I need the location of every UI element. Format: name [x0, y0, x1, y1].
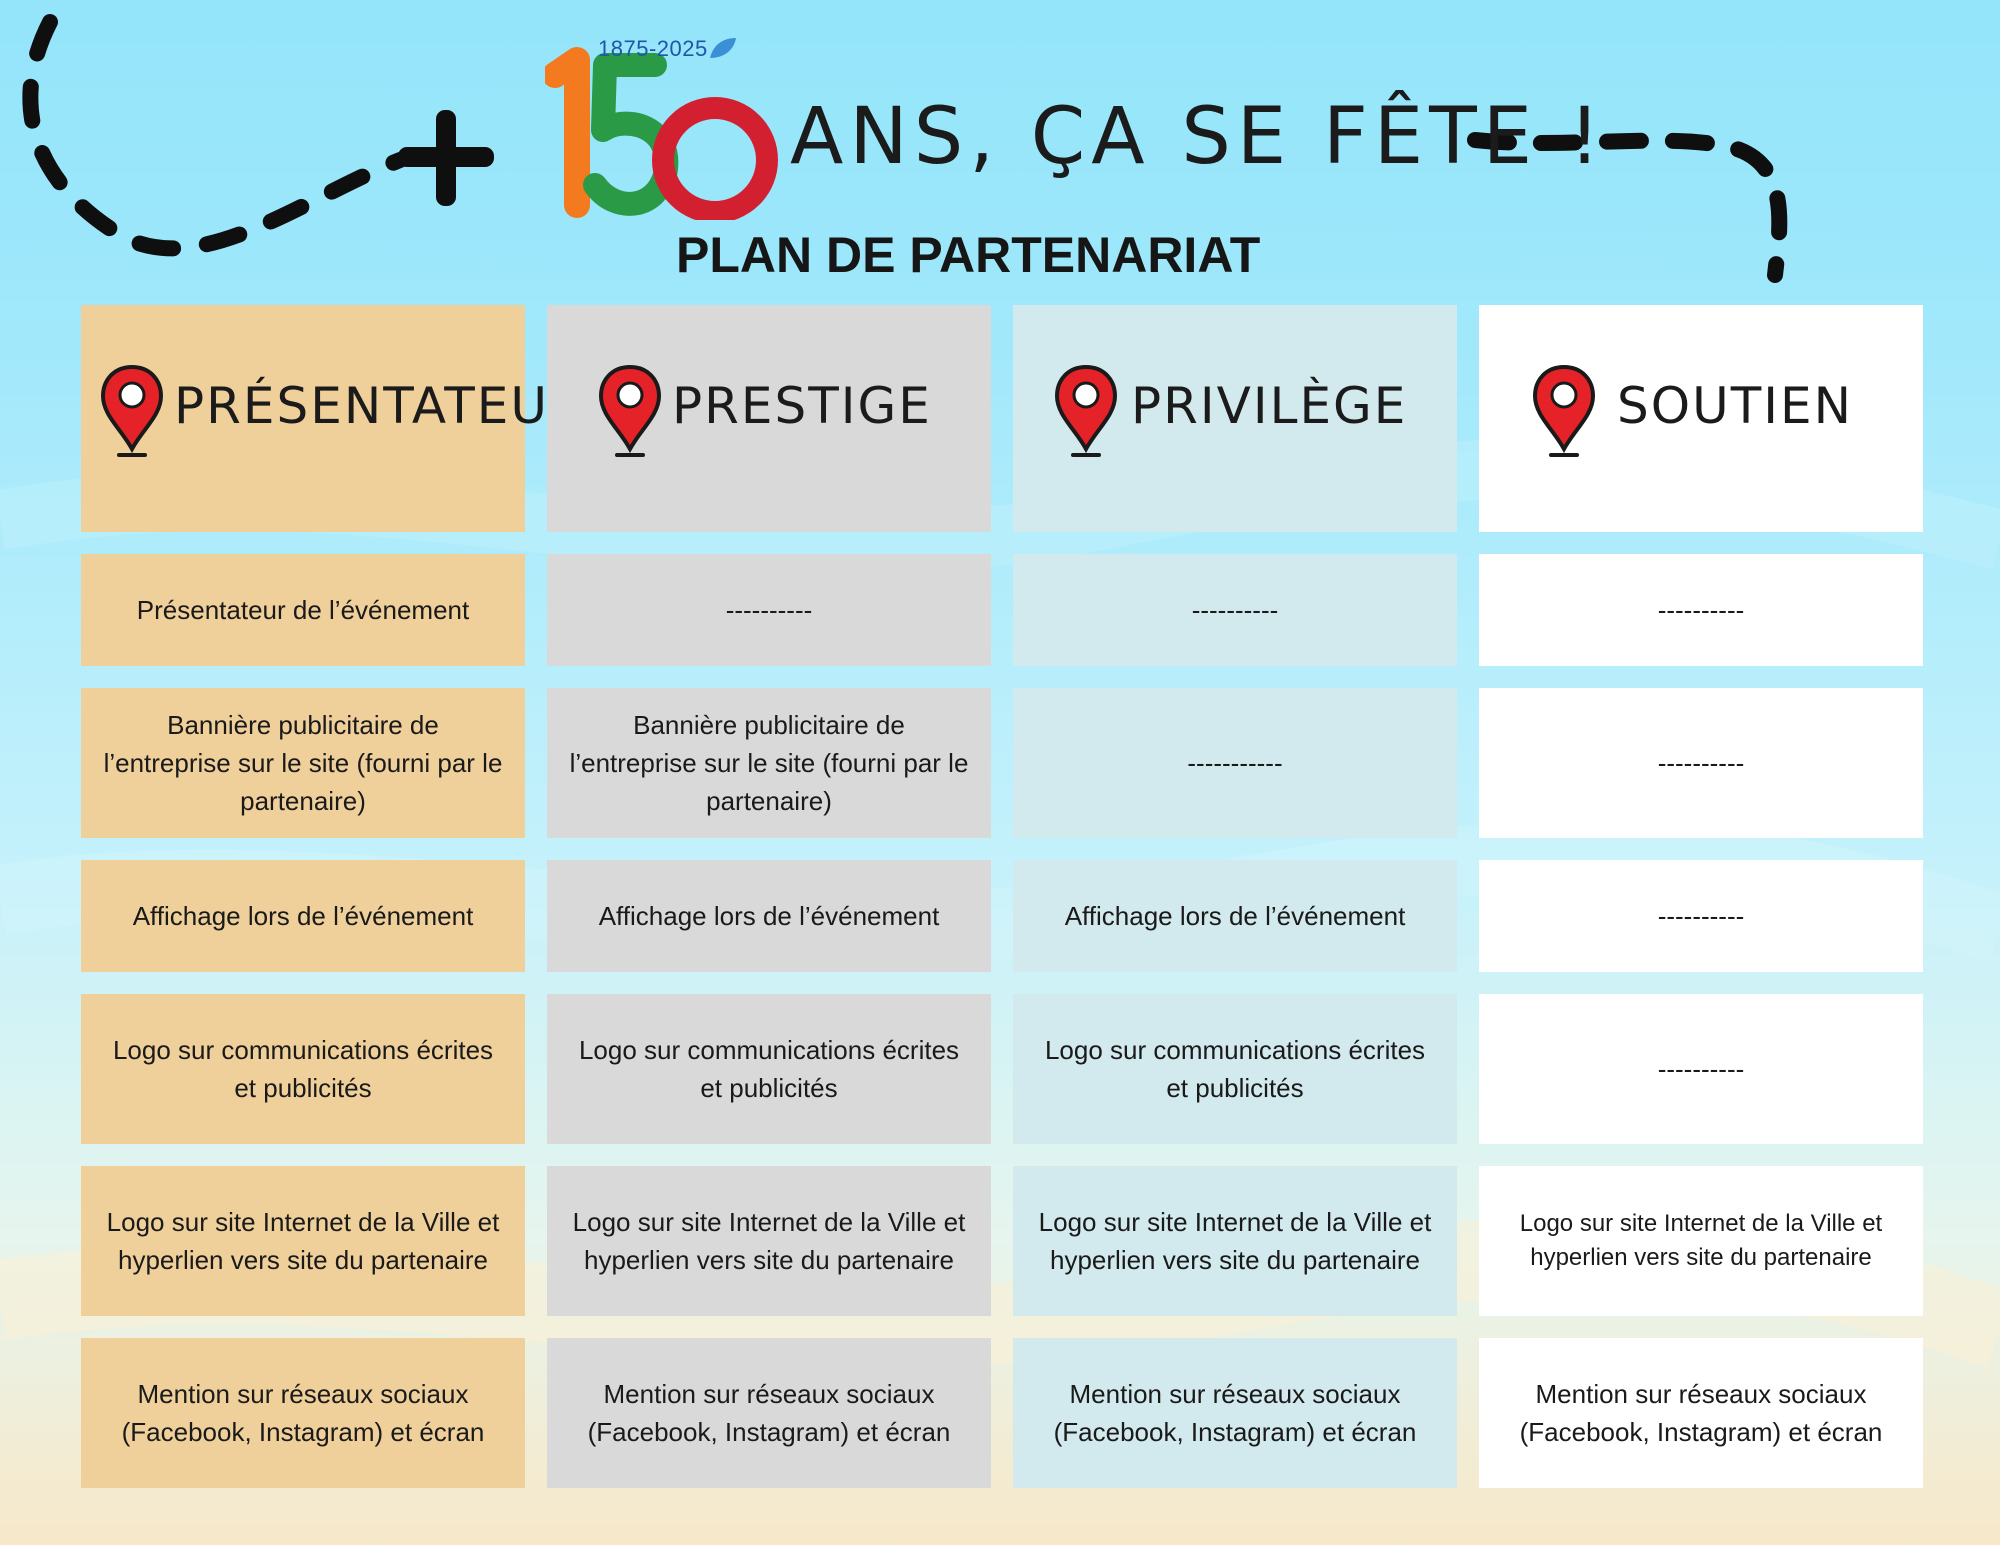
column-title: Privilège: [1131, 377, 1408, 435]
table-cell: Affichage lors de l’événement: [1013, 860, 1457, 972]
table-cell: Logo sur site Internet de la Ville et hy…: [547, 1166, 991, 1316]
table-cell: Logo sur communications écrites et publi…: [547, 994, 991, 1144]
table-cell: Présentateur de l’événement: [81, 554, 525, 666]
column-header-prestige: Prestige: [547, 305, 991, 532]
table-cell: Logo sur site Internet de la Ville et hy…: [81, 1166, 525, 1316]
column-title: Présentateur: [174, 377, 586, 435]
table-cell: Mention sur réseaux sociaux (Facebook, I…: [81, 1338, 525, 1488]
dashed-route-decoration: [22, 14, 1788, 283]
table-cell: ----------: [1479, 994, 1923, 1144]
table-cell: Bannière publicitaire de l’entreprise su…: [547, 688, 991, 838]
map-pin-icon: [1532, 364, 1596, 457]
table-cell: Logo sur communications écrites et publi…: [1013, 994, 1457, 1144]
table-cell: Mention sur réseaux sociaux (Facebook, I…: [1013, 1338, 1457, 1488]
page-title: PLAN DE PARTENARIAT: [676, 227, 1261, 283]
partnership-table: Présentateur Prestige Privilège Soutien …: [81, 305, 1924, 1490]
column-title: Prestige: [672, 377, 932, 435]
table-cell: Mention sur réseaux sociaux (Facebook, I…: [1479, 1338, 1923, 1488]
table-cell: Bannière publicitaire de l’entreprise su…: [81, 688, 525, 838]
table-cell: Logo sur site Internet de la Ville et hy…: [1479, 1166, 1923, 1316]
plus-icon: [398, 110, 494, 206]
table-cell: -----------: [1013, 688, 1457, 838]
table-cell: ----------: [1013, 554, 1457, 666]
table-cell: Mention sur réseaux sociaux (Facebook, I…: [547, 1338, 991, 1488]
table-cell: ----------: [1479, 860, 1923, 972]
anniversary-years: 1875-2025: [598, 36, 708, 61]
leaf-icon: [710, 38, 736, 58]
table-cell: Logo sur site Internet de la Ville et hy…: [1013, 1166, 1457, 1316]
table-cell: ----------: [1479, 688, 1923, 838]
table-cell: Logo sur communications écrites et publi…: [81, 994, 525, 1144]
column-header-presentateur: Présentateur: [81, 305, 584, 532]
map-pin-icon: [100, 364, 164, 457]
150-anniversary-logo: [545, 47, 778, 220]
table-cell: Affichage lors de l’événement: [547, 860, 991, 972]
headline: ans, ça se fête !: [790, 92, 1607, 182]
table-cell: Affichage lors de l’événement: [81, 860, 525, 972]
map-pin-icon: [1054, 364, 1118, 457]
column-header-soutien: Soutien: [1479, 305, 1923, 532]
map-pin-icon: [598, 364, 662, 457]
table-cell: ----------: [547, 554, 991, 666]
table-cell: ----------: [1479, 554, 1923, 666]
column-header-privilege: Privilège: [1013, 305, 1457, 532]
column-title: Soutien: [1617, 377, 1853, 435]
